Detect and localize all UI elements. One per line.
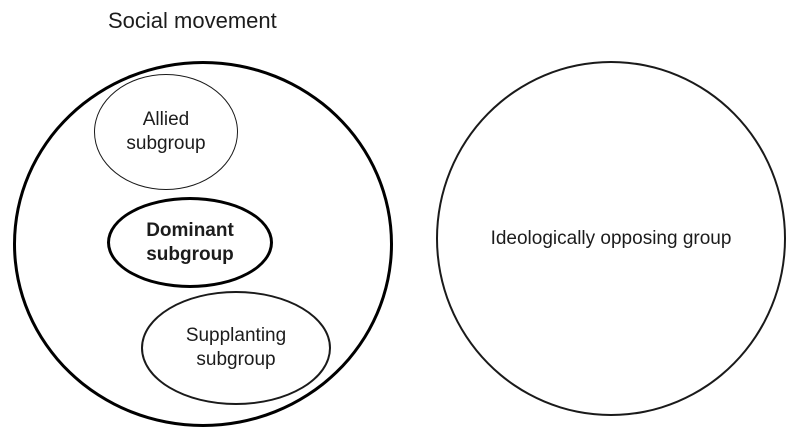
social-movement-circle bbox=[13, 61, 393, 427]
supplanting-subgroup-label: Supplanting subgroup bbox=[185, 325, 287, 370]
opposing-group-label: Ideologically opposing group bbox=[490, 227, 732, 249]
opposing-group-circle: Ideologically opposing group bbox=[436, 61, 786, 416]
allied-subgroup-label: Allied subgroup bbox=[126, 109, 206, 154]
allied-subgroup-ellipse: Allied subgroup bbox=[94, 74, 238, 190]
supplanting-subgroup-ellipse: Supplanting subgroup bbox=[141, 291, 331, 405]
dominant-subgroup-ellipse: Dominant subgroup bbox=[107, 197, 273, 288]
diagram-title: Social movement bbox=[108, 8, 277, 33]
dominant-subgroup-label: Dominant subgroup bbox=[146, 219, 234, 265]
